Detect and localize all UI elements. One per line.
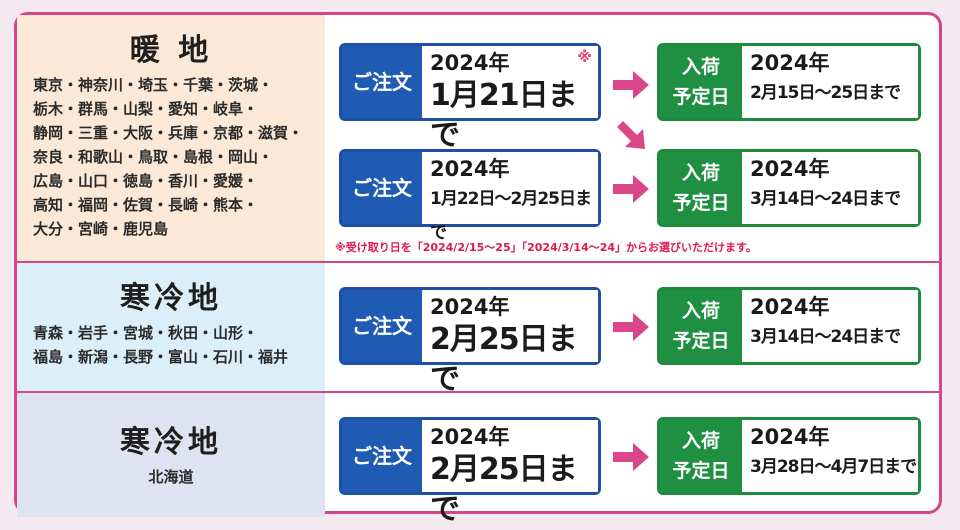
order-date: 2月25日まで — [430, 452, 578, 527]
arrival-date: 2月15日～25日まで — [750, 83, 901, 103]
arrival-year: 2024年 — [750, 295, 830, 319]
region-title: 暖 地 — [129, 33, 213, 68]
order-tag: ご注文 — [342, 152, 422, 224]
prefecture-line: 高知・福岡・佐賀・長崎・熊本・ — [33, 196, 259, 214]
arrival-tag-line1: 入荷 — [681, 430, 720, 452]
arrival-tag-line1: 入荷 — [681, 162, 720, 184]
prefecture-list: 青森・岩手・宮城・秋田・山形・ 福島・新潟・長野・富山・石川・福井 — [29, 321, 313, 369]
arrow-diagonal-icon — [617, 121, 645, 149]
arrival-body: 2024年 3月14日～24日まで — [742, 290, 918, 362]
order-date: 1月21日まで — [430, 78, 578, 153]
arrival-year: 2024年 — [750, 425, 830, 449]
arrival-tag-line2: 予定日 — [672, 330, 730, 352]
order-date: 2月25日まで — [430, 322, 578, 397]
row-hokkaido: 寒冷地 北海道 ご注文 2024年 2月25日まで 入荷 予定日 2024年 3… — [17, 393, 939, 527]
order-body: 2024年 2月25日まで — [422, 420, 598, 527]
arrival-body: 2024年 2月15日～25日まで — [742, 46, 918, 118]
region-cell: 寒冷地 北海道 — [17, 393, 325, 517]
prefecture-line: 静岡・三重・大阪・兵庫・京都・滋賀・ — [33, 124, 304, 142]
arrival-tag-line2: 予定日 — [672, 86, 730, 108]
arrival-tag: 入荷 予定日 — [660, 420, 742, 492]
order-tag: ご注文 — [342, 420, 422, 492]
region-title: 寒冷地 — [120, 425, 222, 460]
order-body: 2024年 1月22日～2月25日まで — [422, 152, 598, 243]
order-year: 2024年 — [430, 295, 510, 319]
prefecture-line: 北海道 — [148, 468, 194, 486]
arrival-date-box: 入荷 予定日 2024年 2月15日～25日まで — [657, 43, 921, 121]
order-deadline-box: ご注文 2024年 1月22日～2月25日まで — [339, 149, 601, 243]
arrival-date-box: 入荷 予定日 2024年 3月14日～24日まで — [657, 149, 921, 227]
region-cell: 暖 地 東京・神奈川・埼玉・千葉・茨城・ 栃木・群馬・山梨・愛知・岐阜・ 静岡・… — [17, 15, 325, 261]
arrival-tag-line2: 予定日 — [672, 460, 730, 482]
prefecture-list: 東京・神奈川・埼玉・千葉・茨城・ 栃木・群馬・山梨・愛知・岐阜・ 静岡・三重・大… — [29, 73, 313, 241]
arrival-tag-line1: 入荷 — [681, 300, 720, 322]
arrival-date: 3月14日～24日まで — [750, 327, 901, 347]
asterisk-mark: ※ — [577, 48, 592, 66]
arrival-year: 2024年 — [750, 157, 830, 181]
arrow-right-icon — [613, 313, 649, 341]
prefecture-line: 福島・新潟・長野・富山・石川・福井 — [33, 348, 289, 366]
arrival-tag-line2: 予定日 — [672, 192, 730, 214]
order-deadline-box: ご注文 2024年 1月21日まで ※ — [339, 43, 601, 153]
order-body: 2024年 2月25日まで — [422, 290, 598, 397]
arrival-tag: 入荷 予定日 — [660, 152, 742, 224]
arrival-date: 3月28日～4月7日まで — [750, 457, 917, 477]
arrival-body: 2024年 3月14日～24日まで — [742, 152, 918, 224]
arrival-date-box: 入荷 予定日 2024年 3月14日～24日まで — [657, 287, 921, 365]
row-divider — [17, 391, 939, 393]
arrival-date: 3月14日～24日まで — [750, 189, 901, 209]
arrival-year: 2024年 — [750, 51, 830, 75]
order-tag: ご注文 — [342, 46, 422, 118]
prefecture-list: 北海道 — [29, 465, 313, 489]
order-body: 2024年 1月21日まで ※ — [422, 46, 598, 153]
order-deadline-box: ご注文 2024年 2月25日まで — [339, 287, 601, 397]
schedule-table: 暖 地 東京・神奈川・埼玉・千葉・茨城・ 栃木・群馬・山梨・愛知・岐阜・ 静岡・… — [14, 12, 942, 527]
arrow-right-icon — [613, 71, 649, 99]
pickup-note: ※受け取り日を「2024/2/15～25」「2024/3/14～24」からお選び… — [335, 241, 757, 254]
arrival-tag: 入荷 予定日 — [660, 290, 742, 362]
arrival-body: 2024年 3月28日～4月7日まで — [742, 420, 918, 492]
prefecture-line: 大分・宮崎・鹿児島 — [33, 220, 169, 238]
arrival-tag: 入荷 予定日 — [660, 46, 742, 118]
row-divider — [17, 261, 939, 263]
order-year: 2024年 — [430, 157, 510, 181]
prefecture-line: 東京・神奈川・埼玉・千葉・茨城・ — [33, 76, 274, 94]
arrow-right-icon — [613, 175, 649, 203]
prefecture-line: 広島・山口・徳島・香川・愛媛・ — [33, 172, 259, 190]
order-year: 2024年 — [430, 51, 510, 75]
arrival-date-box: 入荷 予定日 2024年 3月28日～4月7日まで — [657, 417, 921, 495]
order-deadline-box: ご注文 2024年 2月25日まで — [339, 417, 601, 527]
region-title: 寒冷地 — [120, 281, 222, 316]
prefecture-line: 青森・岩手・宮城・秋田・山形・ — [33, 324, 259, 342]
row-cold-region: 寒冷地 青森・岩手・宮城・秋田・山形・ 福島・新潟・長野・富山・石川・福井 ご注… — [17, 263, 939, 397]
prefecture-line: 奈良・和歌山・鳥取・島根・岡山・ — [33, 148, 274, 166]
prefecture-line: 栃木・群馬・山梨・愛知・岐阜・ — [33, 100, 259, 118]
order-tag: ご注文 — [342, 290, 422, 362]
arrival-tag-line1: 入荷 — [681, 56, 720, 78]
arrow-right-icon — [613, 443, 649, 471]
row-warm-region: 暖 地 東京・神奈川・埼玉・千葉・茨城・ 栃木・群馬・山梨・愛知・岐阜・ 静岡・… — [17, 15, 939, 261]
order-date: 1月22日～2月25日まで — [430, 189, 592, 243]
region-cell: 寒冷地 青森・岩手・宮城・秋田・山形・ 福島・新潟・長野・富山・石川・福井 — [17, 263, 325, 391]
order-year: 2024年 — [430, 425, 510, 449]
